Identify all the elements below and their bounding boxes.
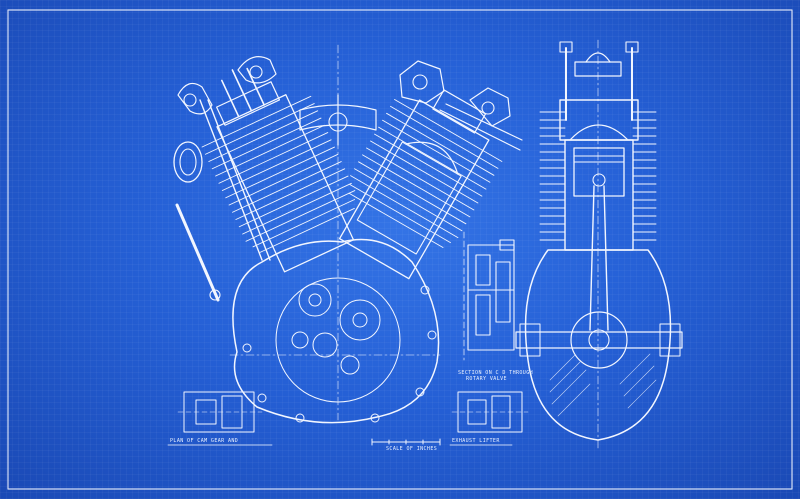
caption-section: SECTION ON C D THROUGH ROTARY VALVE xyxy=(458,370,533,382)
scale-bar xyxy=(371,438,441,446)
right-cylinder xyxy=(338,89,503,280)
caption-section-line2: ROTARY VALVE xyxy=(466,376,507,382)
caption-cam-gear: PLAN OF CAM GEAR AND xyxy=(170,438,239,444)
cam-gear-plan xyxy=(177,391,263,433)
caption-scale: SCALE OF INCHES xyxy=(386,446,438,452)
cylinder-section-view xyxy=(515,39,683,451)
exhaust-lifter-view xyxy=(451,391,529,433)
caption-exhaust-lifter: EXHAUST LIFTER xyxy=(452,438,500,444)
rotary-valve-section xyxy=(463,231,515,361)
caption-section-line1: SECTION ON C D THROUGH xyxy=(458,370,534,376)
crankcase xyxy=(232,238,440,424)
left-cylinder xyxy=(201,67,356,273)
sheet-border xyxy=(7,9,793,490)
v-twin-engine-view xyxy=(173,44,523,424)
